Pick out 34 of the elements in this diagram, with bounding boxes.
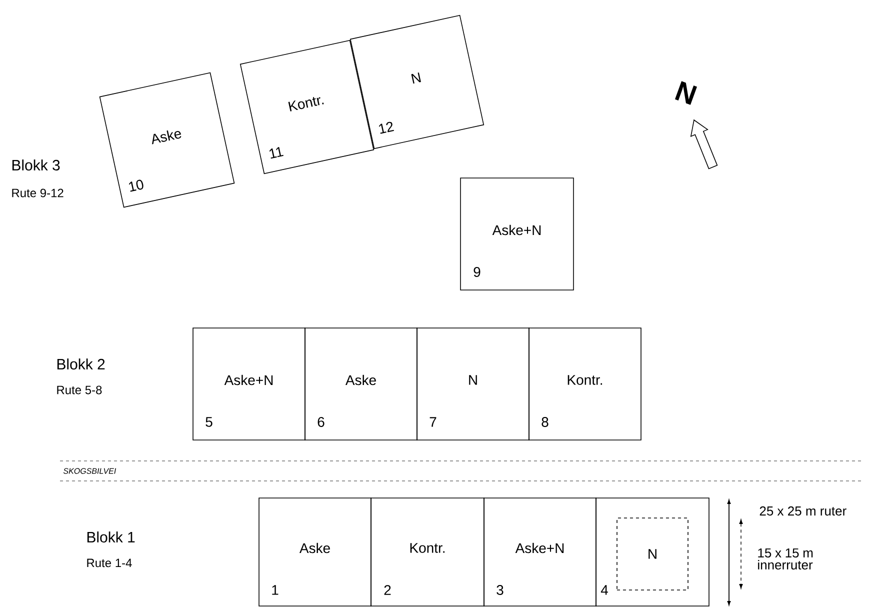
block-range: Rute 9-12 [12,188,64,198]
plot-number: 2 [384,585,391,595]
plot-number: 9 [474,267,480,277]
inner-plot-square: N [616,518,688,590]
dimension-label: 15 x 15 m innerruter [758,548,813,570]
block-range: Rute 5-8 [57,386,102,394]
plot-label: Aske [345,374,376,386]
plot-label: N [469,375,477,385]
plot-number: 8 [542,417,548,427]
plot-number: 1 [272,585,278,595]
north-label: N [674,81,698,105]
plot-label: Kontr. [568,375,602,385]
plot-label: Kontr. [410,543,445,553]
block-range: Rute 1-4 [87,558,132,568]
plot-number: 11 [270,146,284,159]
plot-label: Aske [299,542,330,554]
block-label: Blokk 2 [57,358,105,370]
block-label: Blokk 1 [87,531,135,542]
plot-label: Kontr. [288,96,324,112]
plot-number: 4 [600,585,608,595]
plot-number: 6 [318,417,324,427]
plot-number: 3 [496,585,504,595]
plot-label: Aske [152,130,182,144]
plot-number: 10 [129,180,144,192]
block-label: Blokk 3 [12,159,60,170]
plot-label: Aske+N [515,542,564,554]
plot-number: 5 [206,417,212,427]
plot-label: Aske+N [492,224,541,236]
plot-label: N [411,72,421,84]
road-label: SKOGSBILVEI [63,468,116,474]
plot-number: 7 [430,417,436,427]
plot-label: Aske+N [224,374,273,386]
plot-number: 12 [379,122,394,134]
dimension-label: 25 x 25 m ruter [760,506,846,516]
